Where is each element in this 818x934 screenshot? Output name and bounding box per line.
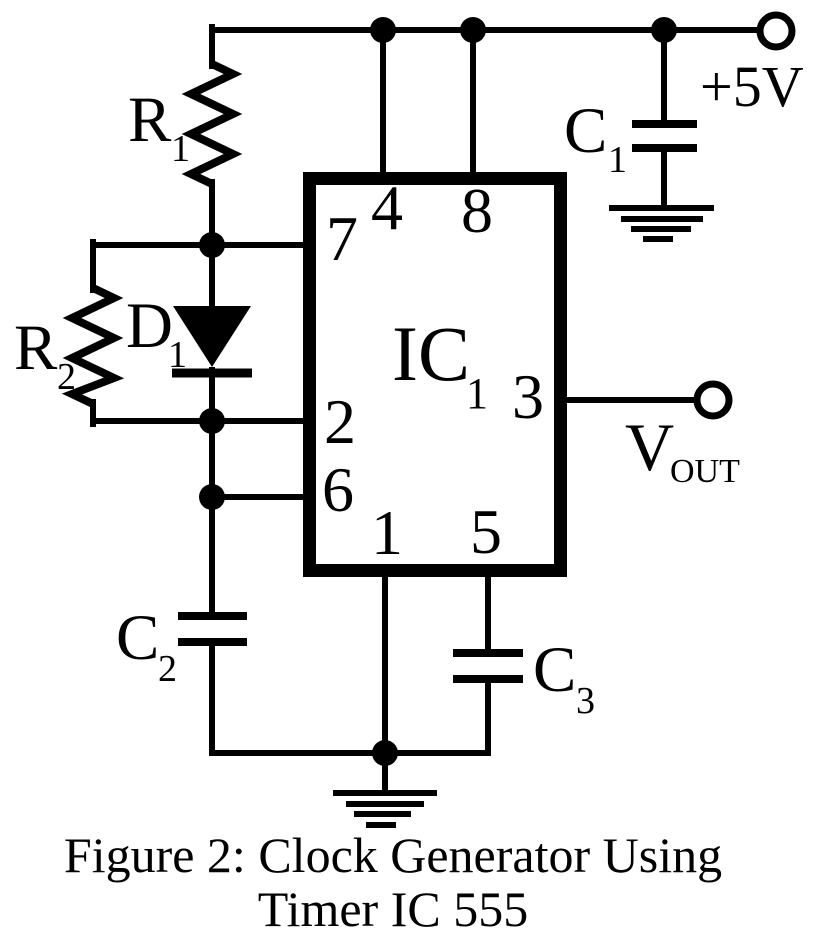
r2-label-subscript: 2 [57, 356, 76, 398]
d1-diode: D 1 [126, 290, 252, 378]
pin7-number: 7 [326, 203, 358, 274]
supply-terminal-circle [756, 11, 796, 51]
figure-caption: Figure 2: Clock Generator Using Timer IC… [64, 827, 722, 934]
pin8-number: 8 [461, 175, 493, 246]
output-terminal-circle [693, 380, 733, 420]
r1-resistor: R 1 [128, 60, 243, 188]
c3-label-subscript: 3 [576, 680, 595, 722]
r1-zigzag-symbol [181, 60, 243, 188]
junction-dot-pin8-rail [460, 17, 486, 43]
r2-label: R [14, 312, 58, 384]
pin5-number: 5 [470, 496, 502, 567]
r2-resistor: R 2 [14, 284, 125, 408]
ic1-chip: IC 1 4 8 7 2 6 1 5 3 [303, 172, 567, 577]
pin3-number: 3 [512, 361, 544, 432]
output-label: V [625, 409, 674, 485]
ic1-label-subscript: 1 [466, 369, 488, 418]
d1-label: D [126, 290, 173, 362]
c1-ground-symbol [609, 205, 714, 242]
d1-label-subscript: 1 [168, 334, 187, 376]
c1-capacitor: C 1 [564, 95, 697, 181]
output-label-subscript: OUT [670, 453, 740, 490]
caption-line-2: Timer IC 555 [258, 881, 528, 934]
c1-label-subscript: 1 [608, 139, 627, 181]
supply-terminal: +5V [700, 11, 804, 119]
r1-label-subscript: 1 [171, 128, 190, 170]
ic1-label: IC [392, 310, 470, 397]
pin1-number: 1 [371, 497, 403, 568]
c1-label: C [564, 95, 607, 167]
junction-dot-pin7 [199, 232, 225, 258]
ic1-body-outline [303, 172, 567, 577]
pin6-number: 6 [322, 454, 354, 525]
supply-label: +5V [700, 54, 804, 119]
junction-dot-ground [372, 740, 398, 766]
d1-triangle-symbol [173, 306, 251, 367]
pin4-number: 4 [371, 172, 403, 243]
r2-zigzag-symbol [61, 284, 125, 408]
r1-label: R [128, 84, 172, 156]
junction-dot-pin6 [199, 484, 225, 510]
c2-label-subscript: 2 [158, 648, 177, 690]
c3-capacitor: C 3 [453, 634, 595, 722]
c3-to-ground-wire [382, 678, 491, 756]
main-ground-symbol [333, 790, 437, 828]
c2-to-ground-wire [209, 641, 391, 756]
output-terminal: V OUT [625, 380, 740, 490]
c2-label: C [116, 602, 159, 674]
junction-dots [199, 17, 677, 766]
c3-label: C [533, 634, 576, 706]
junction-dot-c1-rail [651, 17, 677, 43]
junction-dot-pin2 [199, 408, 225, 434]
c2-capacitor: C 2 [116, 602, 247, 690]
caption-line-1: Figure 2: Clock Generator Using [64, 827, 722, 883]
pin2-number: 2 [324, 386, 356, 457]
junction-dot-pin4-rail [370, 17, 396, 43]
